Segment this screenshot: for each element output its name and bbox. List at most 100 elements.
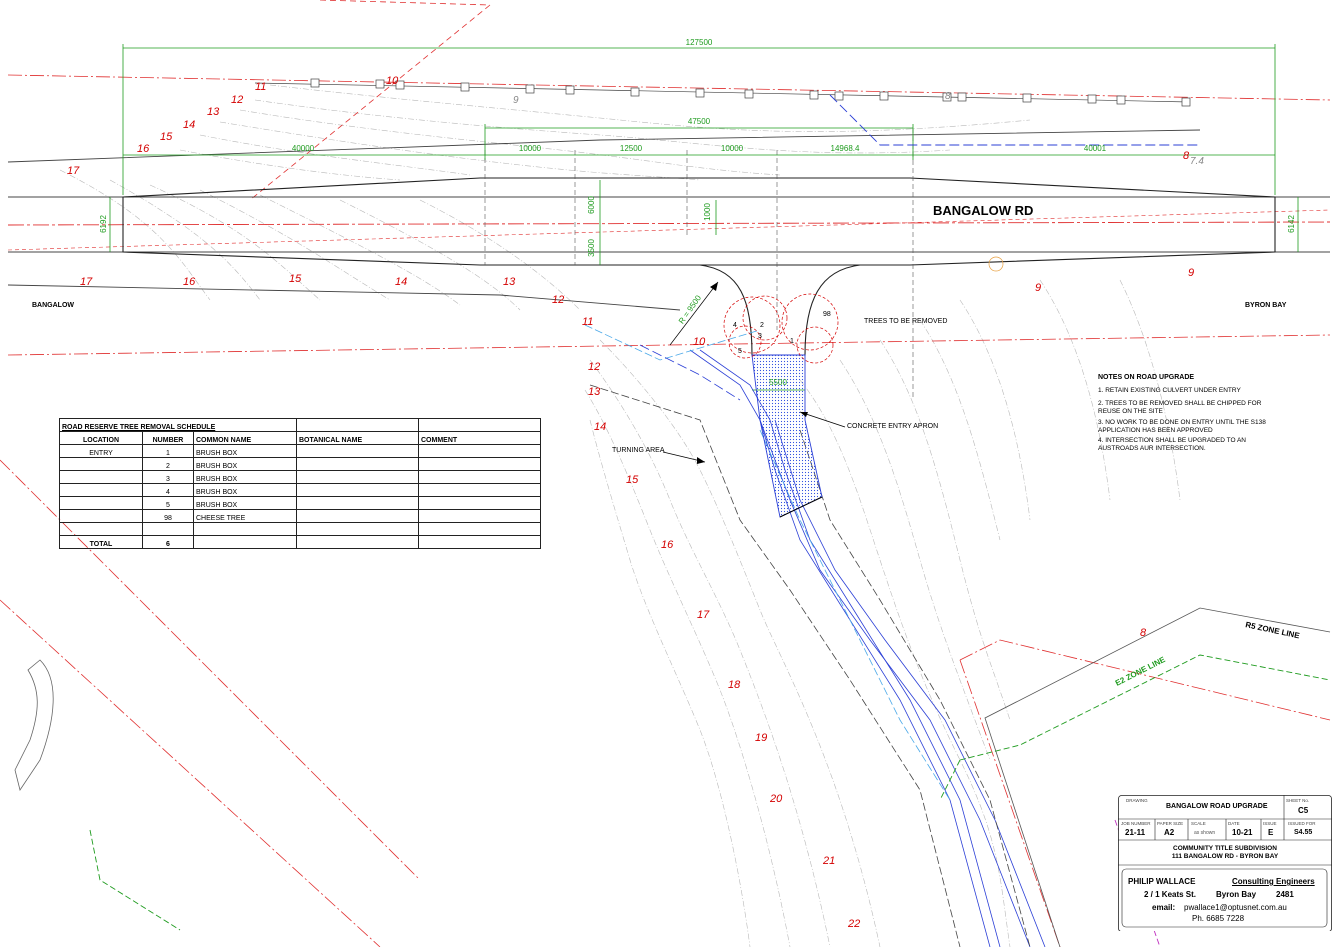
svg-text:8: 8 — [1140, 627, 1147, 639]
svg-text:12500: 12500 — [620, 144, 643, 153]
firm-name: PHILIP WALLACE — [1128, 877, 1196, 886]
svg-text:98: 98 — [823, 311, 831, 318]
e2-zone-label: E2 ZONE LINE — [1114, 655, 1167, 688]
svg-text:12: 12 — [231, 94, 243, 106]
svg-text:17: 17 — [80, 276, 93, 288]
sheet-caption: SHEET No. — [1286, 798, 1310, 803]
table-row — [59, 522, 541, 536]
svg-text:11: 11 — [582, 316, 593, 328]
svg-text:8: 8 — [945, 91, 951, 102]
contour-lines — [59, 84, 1181, 947]
tree-removal-schedule: ROAD RESERVE TREE REMOVAL SCHEDULE LOCAT… — [59, 418, 541, 549]
svg-text:15: 15 — [160, 131, 173, 143]
svg-text:6142: 6142 — [1287, 215, 1296, 233]
svg-text:47500: 47500 — [688, 117, 711, 126]
paper-size: A2 — [1164, 828, 1175, 837]
svg-text:1000: 1000 — [703, 203, 712, 221]
firm-address: 2 / 1 Keats St. — [1144, 890, 1197, 899]
svg-text:12: 12 — [588, 361, 600, 373]
note-item: 4. INTERSECTION SHALL BE UPGRADED TO AN … — [1098, 437, 1246, 452]
drawing-title: BANGALOW ROAD UPGRADE — [1166, 803, 1268, 810]
note-item: 1. RETAIN EXISTING CULVERT UNDER ENTRY — [1098, 387, 1241, 394]
road-widening-outline — [122, 177, 1276, 356]
phone-value: Ph. 6685 7228 — [1192, 914, 1245, 923]
firm-postcode: 2481 — [1276, 890, 1294, 899]
svg-text:17: 17 — [67, 165, 80, 177]
svg-text:20: 20 — [769, 793, 783, 805]
total-label: TOTAL — [59, 535, 143, 549]
project-line-1: COMMUNITY TITLE SUBDIVISION — [1173, 845, 1277, 852]
svg-text:4: 4 — [733, 322, 737, 329]
scale-caption: SCALE — [1191, 821, 1206, 826]
svg-text:16: 16 — [183, 276, 196, 288]
svg-text:17: 17 — [697, 609, 710, 621]
dimension-lines — [109, 44, 1299, 391]
date-value: 10-21 — [1232, 828, 1253, 837]
paper-caption: PAPER SIZE — [1157, 821, 1184, 826]
issued-caption: ISSUED FOR — [1288, 821, 1316, 826]
schedule-header: COMMENT — [418, 431, 541, 445]
tree-canopies — [723, 293, 839, 364]
svg-text:5: 5 — [738, 348, 742, 355]
svg-text:22: 22 — [847, 918, 860, 930]
schedule-header-row: LOCATION NUMBER COMMON NAME BOTANICAL NA… — [59, 431, 541, 445]
svg-text:8: 8 — [1183, 150, 1190, 162]
note-item: 2. TREES TO BE REMOVED SHALL BE CHIPPED … — [1098, 400, 1262, 415]
svg-text:6192: 6192 — [99, 215, 108, 233]
svg-text:9: 9 — [1188, 267, 1194, 279]
issue-caption: ISSUE — [1263, 821, 1277, 826]
svg-text:127500: 127500 — [686, 38, 713, 47]
section-lines — [484, 128, 914, 400]
svg-text:40001: 40001 — [1084, 144, 1107, 153]
svg-text:10: 10 — [386, 75, 399, 87]
total-value: 6 — [142, 535, 194, 549]
road-centreline — [7, 221, 1331, 226]
fence-line — [254, 78, 1191, 107]
svg-text:13: 13 — [207, 106, 220, 118]
email-value: pwallace1@optusnet.com.au — [1184, 903, 1287, 912]
sheet-number: C5 — [1298, 806, 1309, 815]
svg-text:14: 14 — [395, 276, 407, 288]
schedule-total-row: TOTAL 6 — [59, 535, 541, 549]
schedule-header: COMMON NAME — [193, 431, 297, 445]
title-block: DRAWING BANGALOW ROAD UPGRADE SHEET No. … — [1118, 795, 1332, 931]
svg-text:21: 21 — [822, 855, 835, 867]
svg-text:R = 9500: R = 9500 — [677, 293, 703, 325]
svg-text:40000: 40000 — [292, 144, 315, 153]
schedule-title: ROAD RESERVE TREE REMOVAL SCHEDULE — [59, 418, 297, 432]
schedule-header: NUMBER — [142, 431, 194, 445]
svg-text:10: 10 — [693, 336, 706, 348]
title-block-frame — [1118, 795, 1332, 931]
svg-text:14: 14 — [594, 421, 606, 433]
svg-text:11: 11 — [255, 81, 266, 93]
job-caption: JOB NUMBER — [1121, 821, 1151, 826]
concrete-apron-label: CONCRETE ENTRY APRON — [847, 423, 939, 430]
schedule-header: BOTANICAL NAME — [296, 431, 419, 445]
date-caption: DATE — [1228, 821, 1240, 826]
svg-text:1: 1 — [790, 338, 794, 345]
svg-text:2: 2 — [760, 322, 764, 329]
trees-removed-label: TREES TO BE REMOVED — [864, 318, 948, 325]
place-label-left: BANGALOW — [32, 302, 74, 309]
svg-text:14968.4: 14968.4 — [831, 144, 860, 153]
turning-area-label: TURNING AREA — [612, 447, 665, 454]
svg-text:9: 9 — [1035, 282, 1041, 294]
svg-text:19: 19 — [755, 732, 767, 744]
schedule-header: LOCATION — [59, 431, 143, 445]
road-edges — [7, 129, 1330, 311]
job-number: 21-11 — [1125, 828, 1146, 837]
svg-text:12: 12 — [552, 294, 564, 306]
drawing-caption: DRAWING — [1126, 798, 1148, 803]
svg-text:15: 15 — [626, 474, 639, 486]
svg-text:14: 14 — [183, 119, 195, 131]
turning-area-outline — [589, 384, 961, 947]
svg-text:13: 13 — [503, 276, 516, 288]
tree-number-labels: 12 34 598 — [733, 311, 831, 355]
